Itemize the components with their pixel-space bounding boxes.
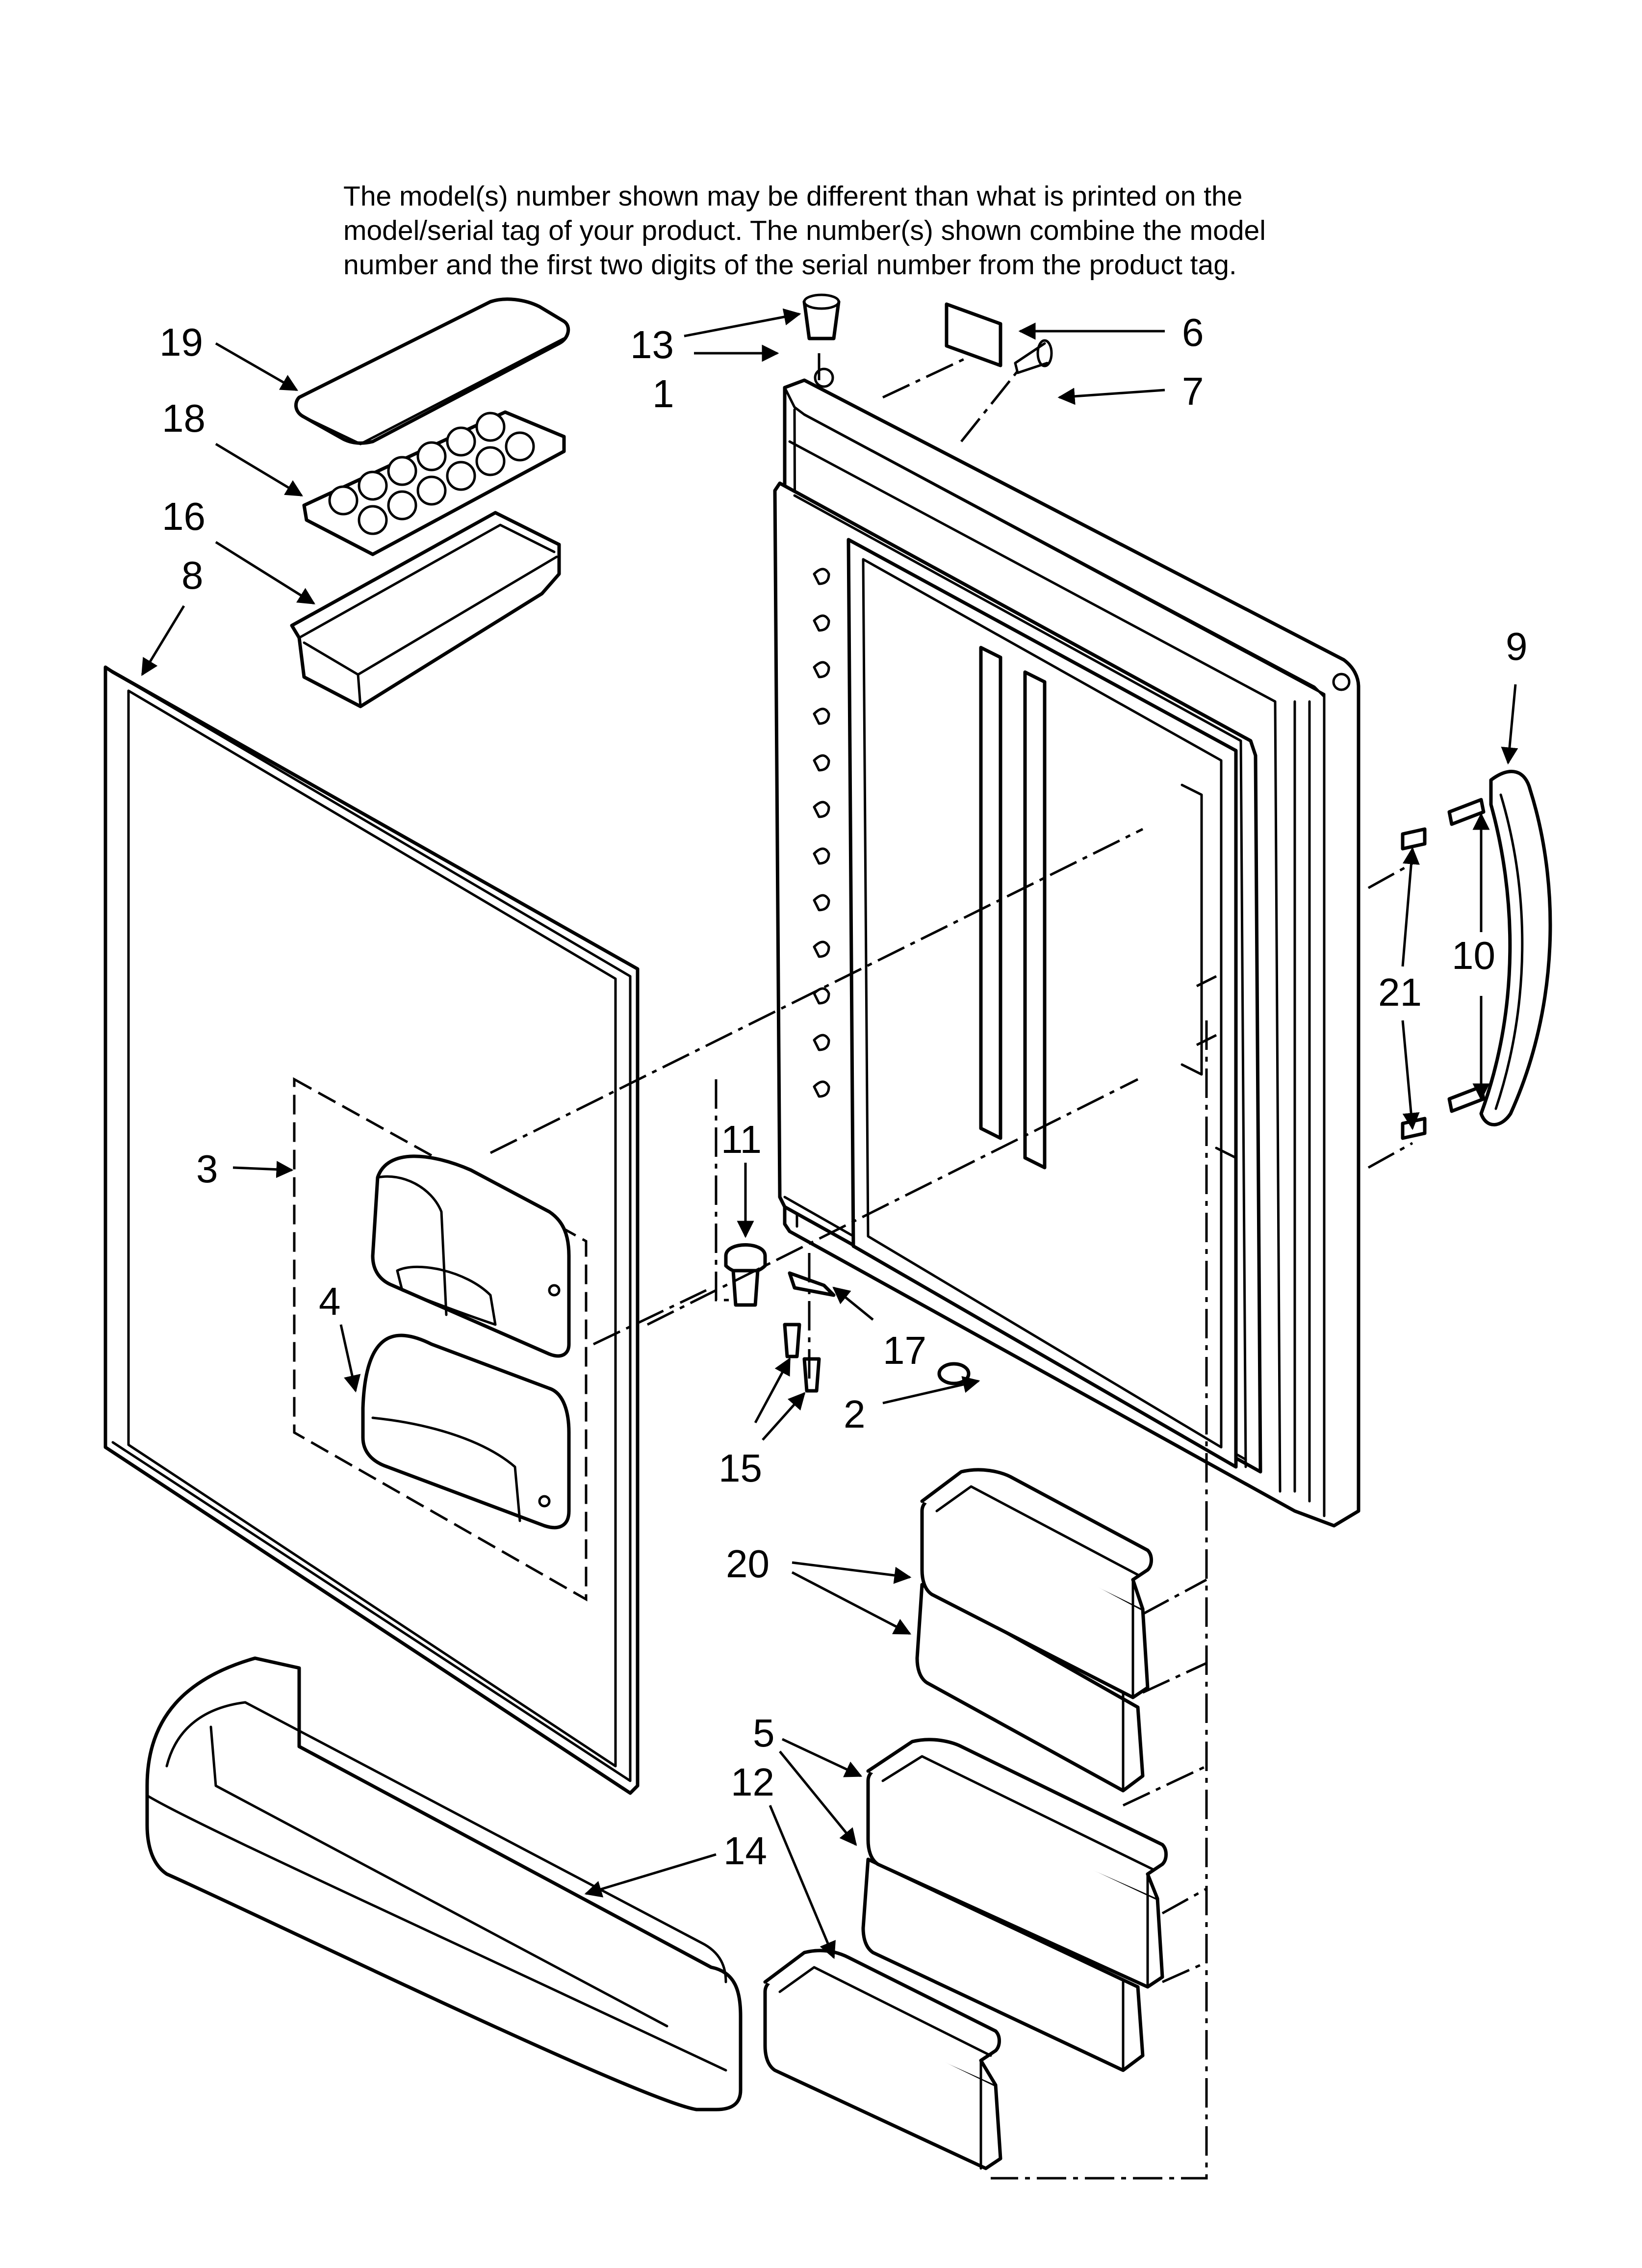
outer-door — [773, 367, 1360, 1528]
callout-4: 4 — [319, 1279, 341, 1323]
callout-2: 2 — [844, 1392, 866, 1436]
dispenser-tray — [361, 1333, 571, 1530]
water-fitting — [724, 1243, 767, 1307]
callout-1: 1 — [652, 372, 674, 416]
note-line-1: The model(s) number shown may be differe… — [343, 181, 1243, 212]
note-line-2: model/serial tag of your product. The nu… — [343, 215, 1266, 246]
egg-cups — [328, 412, 535, 535]
bracket — [788, 1271, 836, 1297]
door-screw — [1014, 339, 1053, 374]
bin-lid — [294, 297, 570, 445]
door-bins-upper — [915, 1468, 1153, 1793]
callout-9: 9 — [1506, 625, 1528, 668]
hinge-hole-top — [814, 367, 834, 388]
door-shelf-bin — [145, 1656, 743, 2112]
callout-19: 19 — [159, 320, 203, 364]
callout-18: 18 — [162, 396, 205, 440]
callout-leaders — [141, 308, 1518, 1959]
door-bins-middle — [861, 1738, 1168, 2072]
callout-5: 5 — [753, 1711, 775, 1755]
mounting-screws — [783, 1323, 821, 1393]
door-label — [945, 302, 1002, 367]
callout-8: 8 — [181, 553, 204, 597]
note-line-3: number and the first two digits of the s… — [343, 249, 1237, 281]
storage-bin — [290, 511, 561, 708]
callout-10: 10 — [1452, 934, 1495, 977]
callout-17: 17 — [883, 1329, 926, 1372]
assembly-lines — [489, 353, 1413, 2180]
dispenser-housing — [371, 1154, 571, 1358]
callout-7: 7 — [1182, 369, 1204, 413]
callout-21: 21 — [1378, 970, 1422, 1014]
model-number-note: The model(s) number shown may be differe… — [343, 179, 1349, 282]
callout-20: 20 — [726, 1542, 770, 1586]
hinge-bushing — [802, 293, 841, 340]
callout-15: 15 — [718, 1446, 762, 1490]
door-handle — [1479, 770, 1552, 1126]
callout-3: 3 — [196, 1147, 218, 1191]
shelf-clips — [813, 568, 830, 1098]
callout-numbers: 19 18 16 8 13 1 6 7 9 10 21 3 4 11 17 2 … — [159, 311, 1528, 1873]
callout-16: 16 — [162, 495, 205, 538]
callout-14: 14 — [723, 1829, 767, 1873]
callout-13: 13 — [630, 323, 674, 366]
egg-tray — [302, 410, 566, 556]
hinge-hole-right — [1332, 673, 1351, 691]
callout-12: 12 — [731, 1760, 774, 1804]
door-plug — [937, 1362, 971, 1385]
small-door-bin — [763, 1949, 1002, 2170]
callout-11: 11 — [721, 1118, 762, 1161]
callout-6: 6 — [1182, 311, 1204, 354]
